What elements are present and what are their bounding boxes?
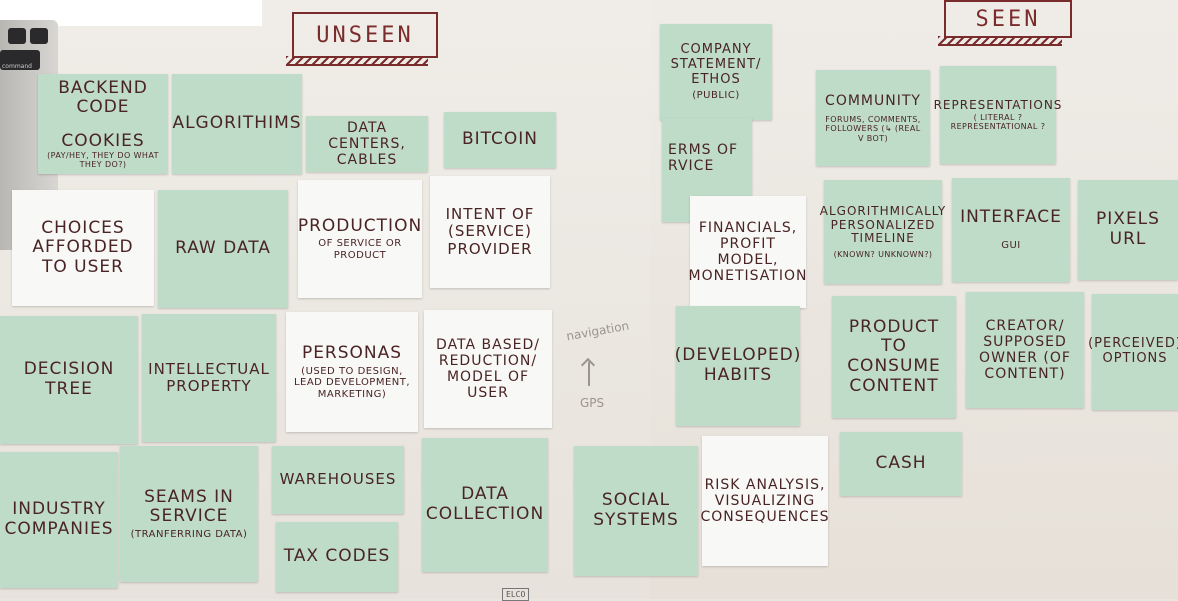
marker-label: ELCO [502, 588, 530, 601]
note-text: DATA COLLECTION [425, 484, 545, 524]
note-subtext: GUI [1001, 240, 1021, 252]
note-subtext: OF SERVICE OR PRODUCT [318, 238, 402, 261]
note-text: RISK ANALYSIS, VISUALIZING CONSEQUENCES [700, 476, 830, 526]
note-text: PRODUCTION [297, 215, 423, 236]
note-text: INDUSTRY COMPANIES [4, 499, 114, 539]
keyboard-key [30, 28, 48, 44]
sticky-note-data-based-model: DATA BASED/ REDUCTION/ MODEL OF USER [424, 310, 552, 428]
sticky-note-financials: FINANCIALS, PROFIT MODEL, MONETISATION [688, 196, 808, 308]
sticky-note-social-systems: SOCIAL SYSTEMS [574, 446, 698, 576]
note-text: COMPANY STATEMENT/ ETHOS [670, 41, 762, 87]
sticky-note-warehouses: WAREHOUSES [272, 446, 404, 514]
seen-header: SEEN [938, 0, 1072, 46]
sticky-note-cash: CASH [840, 432, 962, 496]
note-text: ALGORITHIMS [172, 113, 302, 134]
note-text: DATA BASED/ REDUCTION/ MODEL OF USER [436, 336, 540, 402]
note-text: CHOICES AFFORDED TO USER [32, 217, 134, 277]
pencil-arrow-up [588, 362, 590, 386]
note-text: INTERFACE [960, 207, 1062, 228]
note-text: BACKEND CODE [58, 77, 148, 118]
note-text: INTENT OF (SERVICE) PROVIDER [445, 205, 535, 258]
note-text: REPRESENTATIONS [933, 97, 1063, 112]
sticky-note-community: COMMUNITY FORUMS, COMMENTS, FOLLOWERS (↳… [816, 70, 930, 166]
note-text: PIXELS URL [1096, 209, 1160, 249]
sticky-note-bitcoin: BITCOIN [444, 112, 556, 168]
note-text: COMMUNITY [825, 93, 921, 110]
sticky-note-developed-habits: (DEVELOPED) HABITS [674, 306, 802, 426]
sticky-note-risk-analysis: RISK ANALYSIS, VISUALIZING CONSEQUENCES [700, 436, 830, 566]
note-text: CREATOR/ SUPPOSED OWNER (OF CONTENT) [979, 317, 1071, 383]
keyboard-key [8, 28, 26, 44]
note-text: RAW DATA [175, 238, 271, 259]
sticky-note-data-centers: DATA CENTERS, CABLES [306, 116, 428, 172]
sticky-note-production: PRODUCTION OF SERVICE OR PRODUCT [298, 180, 422, 298]
sticky-note-intellectual-property: INTELLECTUAL PROPERTY [142, 314, 276, 442]
note-text: COOKIES [61, 130, 145, 151]
note-text: CASH [875, 453, 927, 474]
note-text: PRODUCT TO CONSUME CONTENT [847, 316, 941, 396]
note-text: TAX CODES [283, 546, 391, 567]
note-text: (DEVELOPED) HABITS [674, 345, 802, 385]
sticky-note-product-to-consume: PRODUCT TO CONSUME CONTENT [832, 296, 956, 418]
note-text: ALGORITHMICALLY PERSONALIZED TIMELINE [819, 203, 947, 246]
sticky-note-algorithmic-timeline: ALGORITHMICALLY PERSONALIZED TIMELINE (K… [820, 180, 945, 284]
sticky-note-industry-companies: INDUSTRY COMPANIES [0, 452, 118, 588]
command-key: command [0, 50, 40, 70]
sticky-note-tax-codes: TAX CODES [276, 522, 398, 592]
note-text: DECISION TREE [23, 359, 115, 399]
note-text: SOCIAL SYSTEMS [593, 490, 679, 530]
note-subtext: ( LITERAL ? REPRESENTATIONAL ? [950, 112, 1046, 131]
sticky-note-pixels: PIXELS URL [1078, 180, 1178, 280]
sticky-note-decision-tree: DECISION TREE [0, 316, 138, 444]
note-text: SEAMS IN SERVICE [144, 486, 234, 527]
note-text: BITCOIN [461, 129, 539, 150]
sticky-note-personas: PERSONAS (USED TO DESIGN, LEAD DEVELOPME… [286, 312, 418, 432]
note-text: FINANCIALS, PROFIT MODEL, MONETISATION [688, 219, 808, 285]
pencil-note-gps: GPS [580, 396, 605, 410]
note-text: PERSONAS [301, 342, 403, 363]
sticky-note-seams-in-service: SEAMS IN SERVICE (TRANFERRING DATA) [120, 446, 258, 582]
sticky-note-choices: CHOICES AFFORDED TO USER [12, 190, 154, 306]
sticky-note-data-collection: DATA COLLECTION [422, 438, 548, 572]
sticky-note-intent-of-provider: INTENT OF (SERVICE) PROVIDER [430, 176, 550, 288]
unseen-header: UNSEEN [286, 12, 438, 66]
note-subtext: (TRANFERRING DATA) [130, 528, 248, 540]
sticky-note-backend-code: BACKEND CODE COOKIES (pay/hey, they do w… [38, 74, 168, 174]
note-text: ERMS OF RVICE [668, 142, 739, 175]
note-subtext: (KNOWN? UNKNOWN?) [833, 250, 933, 260]
note-text: INTELLECTUAL PROPERTY [148, 359, 270, 395]
note-text: DATA CENTERS, CABLES [328, 119, 406, 169]
sticky-note-perceived-options: (PERCEIVED) OPTIONS [1088, 294, 1178, 410]
note-subtext: FORUMS, COMMENTS, FOLLOWERS (↳ (REAL V B… [825, 115, 921, 143]
sticky-note-company-statement: COMPANY STATEMENT/ ETHOS (PUBLIC) [660, 24, 772, 120]
note-subtext: (PUBLIC) [692, 89, 740, 101]
note-text: (PERCEIVED) OPTIONS [1088, 336, 1178, 366]
sticky-note-creator: CREATOR/ SUPPOSED OWNER (OF CONTENT) [966, 292, 1084, 408]
sticky-note-representations: REPRESENTATIONS ( LITERAL ? REPRESENTATI… [934, 66, 1061, 164]
note-text: WAREHOUSES [279, 470, 397, 489]
sticky-note-raw-data: RAW DATA [158, 190, 288, 308]
note-subtext: (pay/hey, they do what they do?) [47, 151, 159, 170]
sticky-note-algorithims: ALGORITHIMS [172, 74, 302, 174]
sticky-note-interface: INTERFACE GUI [952, 178, 1070, 282]
note-subtext: (USED TO DESIGN, LEAD DEVELOPMENT, MARKE… [293, 365, 411, 400]
